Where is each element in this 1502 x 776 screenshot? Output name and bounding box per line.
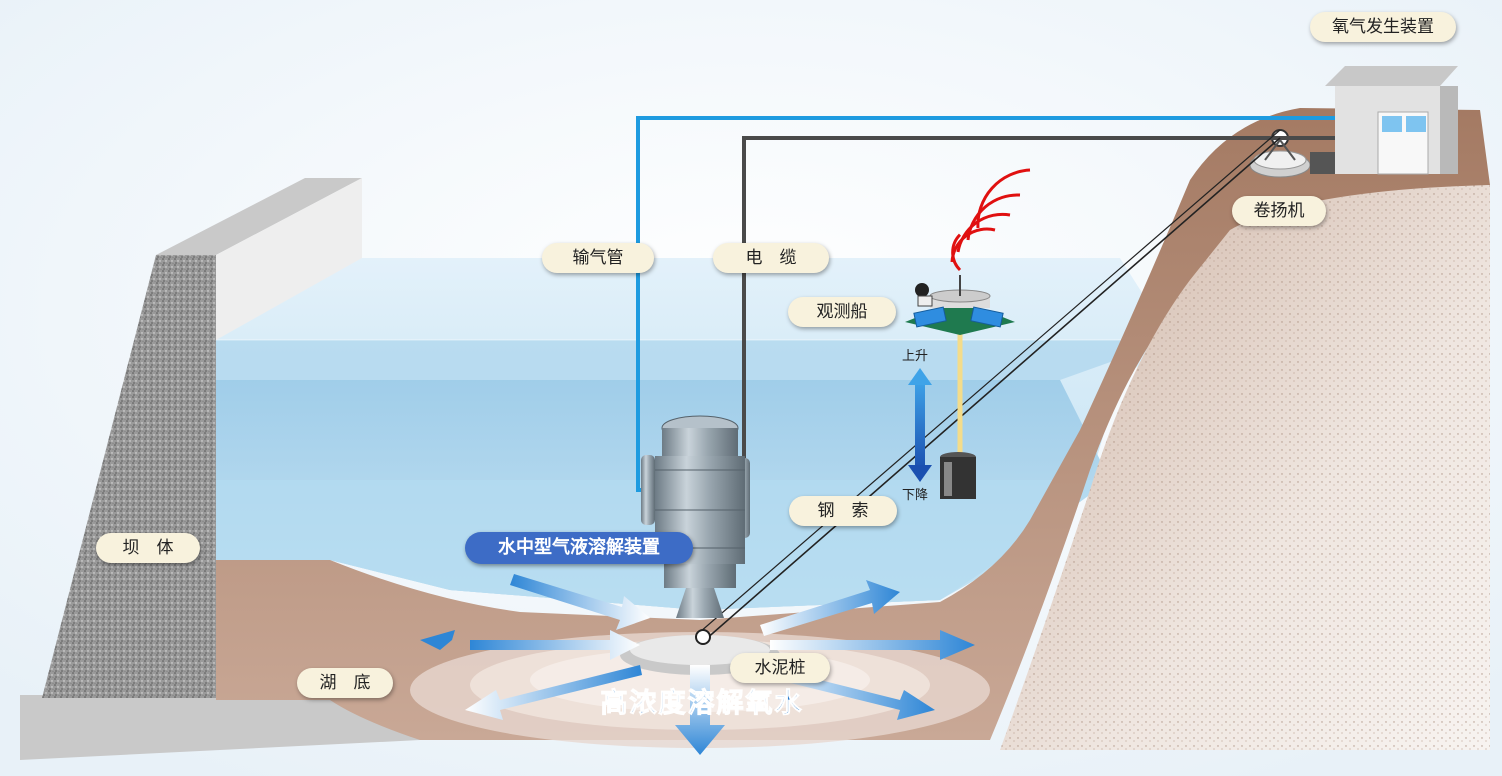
dam-base: [20, 695, 420, 760]
device-label: 水中型气液溶解装置: [465, 532, 693, 564]
cable-label: 电 缆: [713, 243, 829, 273]
power-cable-line: [742, 136, 1335, 470]
oxygen-generator-label: 氧气发生装置: [1310, 12, 1456, 42]
up-down-arrow: [908, 368, 932, 482]
observation-boat-label: 观测船: [788, 297, 896, 327]
observation-boat: [905, 168, 1031, 499]
air-pipe-label: 输气管: [542, 243, 654, 273]
winch-label: 卷扬机: [1232, 196, 1326, 226]
dam-label: 坝 体: [96, 533, 200, 563]
hillside: [216, 108, 1490, 750]
dissolved-water-text: 高浓度溶解氧水: [601, 687, 804, 719]
concrete-pile-label: 水泥桩: [730, 653, 830, 683]
dam: [42, 178, 362, 698]
steel-cable-line-2: [699, 129, 1281, 633]
steel-cable-label: 钢 索: [789, 496, 897, 526]
winch-machine: [1249, 129, 1335, 178]
up-label: 上升: [902, 349, 929, 364]
lake-bottom-label: 湖 底: [297, 668, 393, 698]
oxygen-generator-building: [1325, 66, 1458, 175]
steel-cable-line: [704, 137, 1281, 641]
gas-liquid-dissolver: [641, 415, 750, 645]
down-label: 下降: [902, 488, 929, 503]
